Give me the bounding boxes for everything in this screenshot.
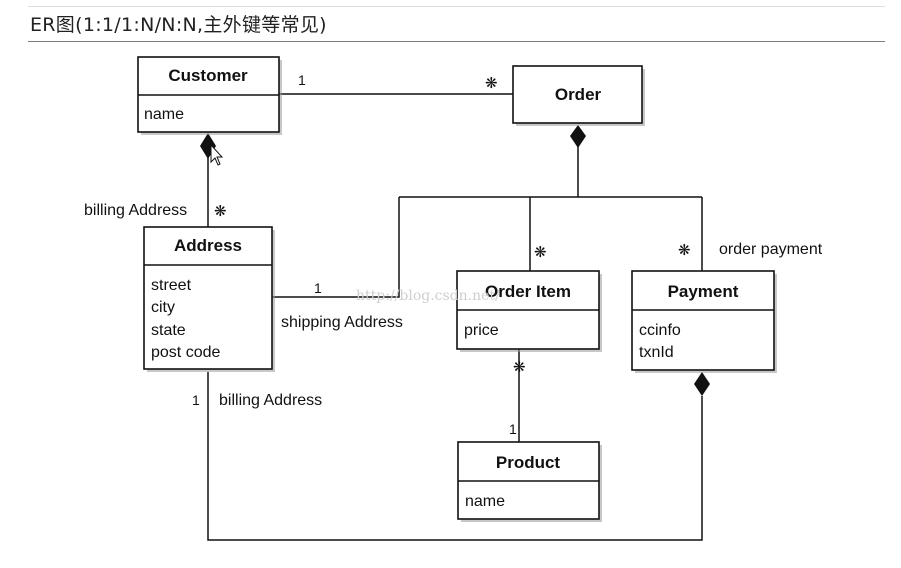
customer-title: Customer	[168, 66, 248, 85]
orderitem-product-mult-many: ❋	[513, 358, 526, 376]
address-attr-post-code: post code	[151, 344, 220, 361]
product-title: Product	[496, 453, 561, 472]
order-item-title: Order Item	[485, 282, 571, 301]
entity-customer: Customer name	[137, 56, 282, 135]
entity-order-item: Order Item price	[456, 270, 602, 352]
address-attr-state: state	[151, 322, 186, 339]
orderitem-product-mult-1: 1	[509, 421, 517, 437]
order-title: Order	[555, 85, 602, 104]
order-orderitem-mult-many: ❋	[534, 243, 547, 261]
payment-title: Payment	[668, 282, 739, 301]
shipping-address-line	[272, 197, 400, 298]
customer-order-mult-1: 1	[298, 72, 306, 88]
address-payment-label: billing Address	[219, 392, 322, 409]
entity-order: Order	[512, 65, 645, 126]
address-payment-mult-1: 1	[192, 392, 200, 408]
payment-attr-txnid: txnId	[639, 344, 674, 361]
address-title: Address	[174, 236, 242, 255]
order-payment-label: order payment	[719, 241, 823, 258]
address-attr-street: street	[151, 277, 192, 294]
customer-address-label: billing Address	[84, 202, 187, 219]
payment-attr-ccinfo: ccinfo	[639, 322, 681, 339]
entity-address: Address street city state post code	[143, 226, 275, 372]
payment-composition-diamond	[694, 372, 710, 396]
shipping-address-mult-1: 1	[314, 280, 322, 296]
entity-payment: Payment ccinfo txnId	[631, 270, 777, 373]
watermark-text: http://blog.csdn.net/	[356, 288, 500, 304]
entity-product: Product name	[457, 441, 602, 522]
page-title: ER图(1:1/1:N/N:N,主外键等常见)	[30, 14, 327, 36]
customer-attr-name: name	[144, 106, 184, 123]
billing-address-payment-line	[207, 372, 703, 541]
order-composition-diamond	[570, 125, 586, 148]
title-underline	[28, 41, 885, 42]
customer-order-mult-many: ❋	[485, 74, 498, 92]
customer-address-mult-many: ❋	[214, 202, 227, 220]
product-attr-name: name	[465, 493, 505, 510]
address-attr-city: city	[151, 299, 175, 316]
order-payment-mult-many: ❋	[678, 241, 691, 259]
shipping-address-label: shipping Address	[281, 314, 403, 331]
top-border	[28, 6, 885, 7]
mouse-cursor-icon	[210, 143, 224, 166]
order-item-attr-price: price	[464, 322, 499, 339]
